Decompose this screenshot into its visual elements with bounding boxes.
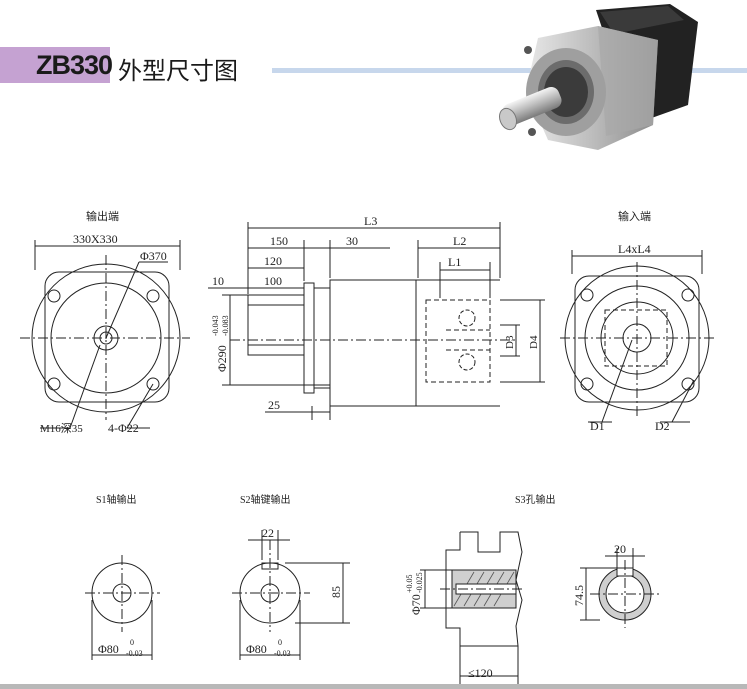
dim-l3: L3 — [364, 214, 377, 228]
shaft-tol-upper: -0.043 — [211, 315, 220, 336]
s2-label: S2轴键输出 — [240, 493, 291, 506]
s2-keyed-shaft-view — [232, 530, 350, 660]
dim-10: 10 — [212, 274, 224, 288]
s3-bore-view — [420, 531, 660, 684]
s2-key-width: 22 — [262, 526, 274, 540]
input-end-label: 输入端 — [618, 209, 651, 223]
title-accent-bar — [0, 47, 110, 83]
s2-height: 85 — [329, 586, 343, 598]
page-title: 外型尺寸图 — [118, 57, 238, 85]
s2-tol-upper: 0 — [278, 638, 282, 647]
output-end-label: 输出端 — [86, 209, 119, 223]
dim-25: 25 — [268, 398, 280, 412]
dim-d2: D2 — [655, 419, 670, 433]
dim-l1: L1 — [448, 255, 461, 269]
shaft-tol-lower: -0.083 — [221, 315, 230, 336]
s1-tol-lower: -0.03 — [126, 649, 143, 658]
s3-label: S3孔输出 — [515, 493, 556, 506]
s3-tol-upper: +0.05 — [405, 574, 414, 593]
s3-tol-lower: -0.025 — [415, 572, 424, 593]
s1-diameter: Φ80 — [98, 642, 119, 656]
output-end-view — [20, 240, 190, 429]
shaft-diameter-label: Φ290 — [215, 345, 229, 372]
side-profile-view — [208, 222, 545, 420]
bottom-rule — [0, 684, 747, 689]
s2-tol-lower: -0.03 — [274, 649, 291, 658]
gearbox-photo — [499, 4, 698, 150]
dim-d3: D3 — [504, 335, 516, 349]
s2-diameter: Φ80 — [246, 642, 267, 656]
dim-d1: D1 — [590, 419, 605, 433]
output-thread-label: M16深35 — [40, 422, 83, 435]
output-holes-label: 4-Φ22 — [108, 421, 139, 435]
model-code: ZB330 — [36, 50, 113, 80]
dim-150: 150 — [270, 234, 288, 248]
s3-depth: ≤120 — [468, 666, 493, 680]
input-end-view — [560, 250, 716, 423]
s3-key-width: 20 — [614, 542, 626, 556]
s1-label: S1轴输出 — [96, 493, 137, 506]
dim-120: 120 — [264, 254, 282, 268]
dim-d4: D4 — [528, 335, 540, 349]
output-size-label: 330X330 — [73, 232, 118, 246]
input-size-label: L4xL4 — [618, 242, 651, 256]
dim-100: 100 — [264, 274, 282, 288]
s1-tol-upper: 0 — [130, 638, 134, 647]
title-underline — [272, 68, 747, 73]
s1-shaft-view — [85, 555, 160, 660]
output-diameter-label: Φ370 — [140, 249, 167, 263]
s3-height: 74.5 — [572, 585, 586, 606]
dim-l2: L2 — [453, 234, 466, 248]
dim-30: 30 — [346, 234, 358, 248]
s3-bore-diameter: Φ70 — [409, 594, 423, 615]
